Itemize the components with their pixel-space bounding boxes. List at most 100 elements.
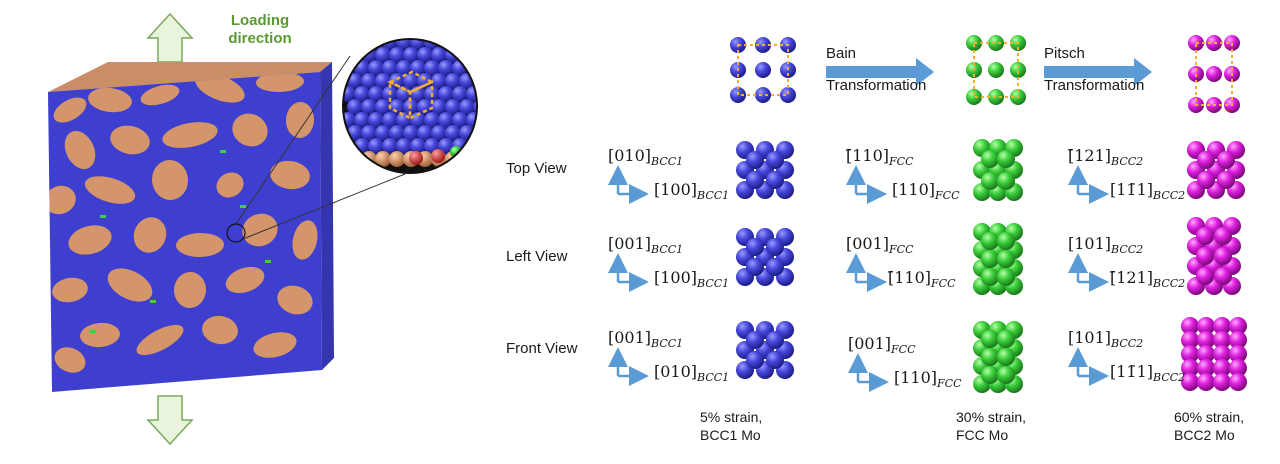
zoom-atom [473,151,489,167]
caption-bcc2: 60% strain, BCC2 Mo [1174,408,1244,444]
dir-top-bcc2-right: [11̄1]BCC2 [1110,180,1185,202]
row-label-top: Top View [506,160,567,177]
zoom-atom [347,151,363,167]
bain-line2: Transformation [826,74,926,98]
zoom-atom [480,60,496,76]
bcc1-top-view-atom [746,171,764,189]
dir-left-bcc2-right: [̄121]BCC2 [1110,268,1185,290]
zoom-atom [487,47,503,63]
bcc2-unit-cell [1188,35,1240,113]
loading-line2: direction [212,30,308,48]
fcc-unit-cell [966,35,1026,105]
zoom-atom [389,151,405,167]
caption-bcc1-line2: BCC1 Mo [700,426,762,444]
fcc-front-view-atom [997,366,1015,384]
bcc2-top-view-atom [1217,151,1235,169]
fcc-top-view-atom [997,172,1015,190]
dir-front-bcc2-right: [11̄1]BCC2 [1110,362,1185,384]
dir-top-fcc-right: [110]FCC [892,180,960,202]
fcc-top-view-atom [981,150,999,168]
bcc1-top-view [736,141,794,199]
fcc-front-view-atom [997,330,1015,348]
loading-direction-label: Loading direction [212,12,308,48]
green-defect [265,260,271,263]
zoom-atom [487,99,503,115]
zoom-atom [466,34,482,50]
dir-front-fcc-up: [001]FCC [848,334,916,356]
dir-left-fcc-up: [001]FCC [846,234,914,256]
bcc2-left-view-atom [1214,247,1232,265]
axes-top-bcc2 [1078,170,1104,194]
bcc2-unit-cell-atom [1206,66,1222,82]
dir-left-fcc-right: [̄110]FCC [888,268,956,290]
zoom-atom [480,34,496,50]
bcc2-left-view-atom [1196,247,1214,265]
dir-front-bcc1-up: [001]BCC1 [608,328,683,350]
bcc2-left-view-atom [1214,227,1232,245]
zoom-atom-red [409,151,423,165]
zoom-atom [459,47,475,63]
loading-line1: Loading [212,12,308,30]
fcc-unit-cell-atom [988,35,1004,51]
zoom-atom [480,138,496,154]
dir-left-bcc1-right: [100]BCC1 [654,268,729,290]
zoom-atom [487,151,503,167]
pitsch-line2: Transformation [1044,74,1144,98]
caption-bcc1-line1: 5% strain, [700,408,762,426]
axes-top-fcc [856,170,882,194]
caption-bcc2-line2: BCC2 Mo [1174,426,1244,444]
bcc1-unit-cell-atom [755,62,771,78]
zoom-atom [487,125,503,141]
fcc-front-view [973,321,1023,393]
dir-left-bcc2-up: [101]BCC2 [1068,234,1143,256]
fcc-unit-cell-atom [966,89,982,105]
fcc-left-view-atom [997,232,1015,250]
bcc1-left-view-atom [766,258,784,276]
bcc1-top-view-atom [766,171,784,189]
bain-line1: Bain [826,42,926,66]
zoom-atom [473,125,489,141]
dir-front-bcc1-right: [010]BCC1 [654,362,729,384]
caption-bcc1: 5% strain, BCC1 Mo [700,408,762,444]
bcc1-left-view-atom [746,238,764,256]
fcc-left-view-atom [981,232,999,250]
fcc-top-view [973,139,1023,201]
caption-fcc: 30% strain, FCC Mo [956,408,1026,444]
bcc1-top-view-atom [746,151,764,169]
bcc1-front-view-atom [746,331,764,349]
axes-left-fcc [856,258,882,282]
fcc-unit-cell-atom [1010,62,1026,78]
axes-left-bcc1 [618,258,644,282]
dir-front-fcc-right: [110]FCC [894,368,962,390]
pitsch-line1: Pitsch [1044,42,1144,66]
bcc2-top-view-atom [1197,171,1215,189]
green-defect [220,150,226,153]
zoom-atom-green [450,146,462,158]
zoom-atom [340,34,356,50]
green-defect [150,300,156,303]
green-defect [90,330,96,333]
bcc2-front-view-atom [1229,373,1247,391]
fcc-front-view-atom [981,366,999,384]
bcc2-top-view-atom [1217,171,1235,189]
caption-fcc-line1: 30% strain, [956,408,1026,426]
fcc-front-view-atom [981,348,999,366]
fcc-left-view-atom [981,268,999,286]
fcc-left-view-atom [997,250,1015,268]
axes-front-bcc1 [618,352,644,376]
bcc2-front-view-atom [1213,373,1231,391]
dir-top-fcc-up: [̄110]FCC [846,146,914,168]
fcc-left-view-atom [997,268,1015,286]
fcc-left-view-atom [981,250,999,268]
bcc1-top-view-atom [766,151,784,169]
row-label-left: Left View [506,248,567,265]
loading-arrow-down [148,396,192,444]
loading-arrow-up [148,14,192,62]
zoom-atom-red [431,149,445,163]
zoom-atom [480,112,496,128]
fcc-unit-cell-atom [988,62,1004,78]
bcc1-front-view [736,321,794,379]
fcc-top-view-atom [981,172,999,190]
fcc-top-view-atom [997,150,1015,168]
zoom-atom [487,73,503,89]
